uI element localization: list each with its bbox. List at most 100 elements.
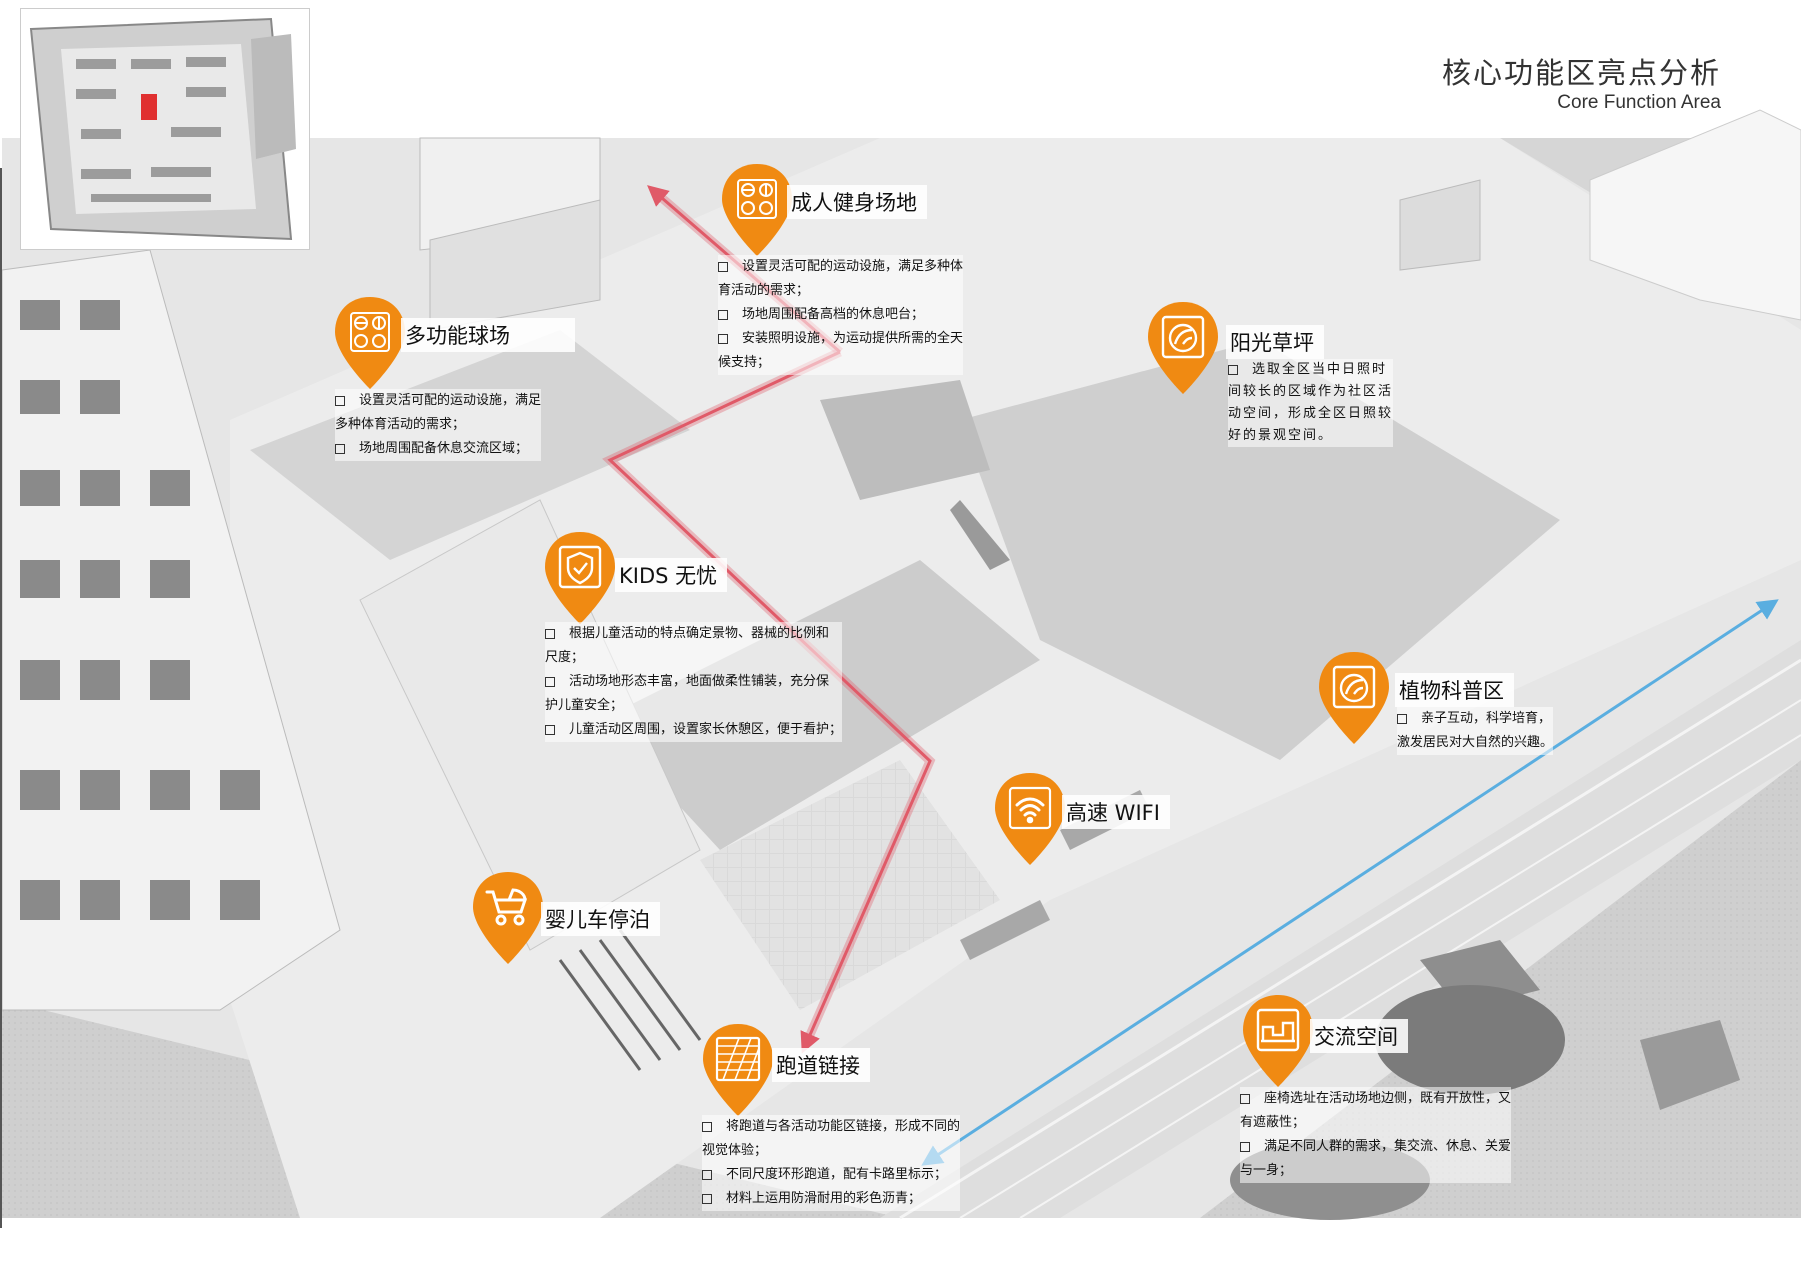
sports-balls-icon xyxy=(737,179,777,219)
desc-line: 亲子互动，科学培育， xyxy=(1397,707,1553,731)
desc-text: 设置灵活可配的运动设施，满足 xyxy=(359,393,542,408)
wifi-zone-pin[interactable] xyxy=(991,771,1069,867)
sports-balls-icon xyxy=(350,312,390,352)
desc-text: 场地周围配备高档的休息吧台； xyxy=(742,307,925,322)
lawn-zone-pin[interactable] xyxy=(1144,300,1222,396)
desc-line: 座椅选址在活动场地边侧，既有开放性，又 xyxy=(1240,1087,1511,1111)
desc-line: 护儿童安全； xyxy=(545,694,842,718)
page-subtitle: Core Function Area xyxy=(1557,92,1721,113)
track-zone-title: 跑道链接 xyxy=(772,1048,870,1082)
desc-text: 动空间，形成全区日照较 xyxy=(1228,406,1394,421)
desc-line: 激发居民对大自然的兴趣。 xyxy=(1397,731,1553,755)
track-zone-pin[interactable] xyxy=(699,1022,777,1118)
page-title: 核心功能区亮点分析 xyxy=(1441,56,1721,90)
plant-globe-icon xyxy=(1161,315,1205,359)
desc-line: 候支持； xyxy=(718,351,963,375)
desc-line: 间较长的区域作为社区活 xyxy=(1228,381,1393,403)
desc-line: 动空间，形成全区日照较 xyxy=(1228,403,1393,425)
bench-icon xyxy=(1256,1008,1300,1052)
desc-line: 安装照明设施，为运动提供所需的全天 xyxy=(718,327,963,351)
desc-text: 尺度； xyxy=(545,650,585,665)
bullet-square-icon xyxy=(702,1121,712,1132)
lawn-zone-desc: 选取全区当中日照时间较长的区域作为社区活动空间，形成全区日照较好的景观空间。 xyxy=(1228,359,1394,447)
desc-line: 活动场地形态丰富，地面做柔性铺装，充分保 xyxy=(545,670,842,694)
desc-line: 多种体育活动的需求； xyxy=(335,413,541,437)
lawn-zone-title: 阳光草坪 xyxy=(1226,325,1324,359)
desc-line: 设置灵活可配的运动设施，满足 xyxy=(335,389,541,413)
desc-line: 育活动的需求； xyxy=(718,279,963,303)
desc-line: 材料上运用防滑耐用的彩色沥青； xyxy=(702,1187,960,1211)
shield-check-icon xyxy=(558,545,602,589)
kids-zone-desc: 根据儿童活动的特点确定景物、器械的比例和尺度； 活动场地形态丰富，地面做柔性铺装，… xyxy=(545,622,843,742)
exchange-zone-title: 交流空间 xyxy=(1310,1019,1408,1053)
desc-text: 不同尺度环形跑道，配有卡路里标示； xyxy=(726,1167,948,1182)
track-surface-icon xyxy=(715,1036,761,1082)
kids-zone-title: KIDS 无忧 xyxy=(615,558,728,592)
exchange-zone-desc: 座椅选址在活动场地边侧，既有开放性，又有遮蔽性； 满足不同人群的需求，集交流、休息… xyxy=(1240,1087,1512,1183)
desc-line: 根据儿童活动的特点确定景物、器械的比例和 xyxy=(545,622,842,646)
wifi-zone-title: 高速 WIFI xyxy=(1062,795,1170,829)
bullet-square-icon xyxy=(335,395,345,406)
bullet-square-icon xyxy=(718,333,728,344)
desc-text: 设置灵活可配的运动设施，满足多种体 xyxy=(742,259,964,274)
stroller-zone-title: 婴儿车停泊 xyxy=(541,902,660,936)
desc-line: 将跑道与各活动功能区链接，形成不同的 xyxy=(702,1115,960,1139)
desc-text: 好的景观空间。 xyxy=(1228,428,1334,443)
bullet-square-icon xyxy=(702,1193,712,1204)
desc-text: 将跑道与各活动功能区链接，形成不同的 xyxy=(726,1119,961,1134)
plant-globe-icon xyxy=(1332,665,1376,709)
desc-text: 安装照明设施，为运动提供所需的全天 xyxy=(742,331,964,346)
desc-line: 儿童活动区周围，设置家长休憩区，便于看护； xyxy=(545,718,842,742)
wifi-icon xyxy=(1008,786,1052,830)
desc-text: 视觉体验； xyxy=(702,1143,768,1158)
bullet-square-icon xyxy=(718,309,728,320)
court-zone-desc: 设置灵活可配的运动设施，满足多种体育活动的需求； 场地周围配备休息交流区域； xyxy=(335,389,542,461)
desc-line: 不同尺度环形跑道，配有卡路里标示； xyxy=(702,1163,960,1187)
desc-text: 座椅选址在活动场地边侧，既有开放性，又 xyxy=(1264,1091,1512,1106)
desc-line: 场地周围配备休息交流区域； xyxy=(335,437,541,461)
bullet-square-icon xyxy=(1240,1141,1250,1152)
bullet-square-icon xyxy=(702,1169,712,1180)
desc-text: 候支持； xyxy=(718,355,771,370)
desc-text: 满足不同人群的需求，集交流、休息、关爱 xyxy=(1264,1139,1512,1154)
desc-line: 有遮蔽性； xyxy=(1240,1111,1511,1135)
page-left-frame xyxy=(0,168,2,1228)
botany-zone-pin[interactable] xyxy=(1315,650,1393,746)
kids-zone-pin[interactable] xyxy=(541,530,619,626)
desc-text: 多种体育活动的需求； xyxy=(335,417,466,432)
desc-text: 护儿童安全； xyxy=(545,698,624,713)
botany-zone-title: 植物科普区 xyxy=(1395,673,1514,707)
fitness-zone-pin[interactable] xyxy=(718,162,796,258)
desc-line: 设置灵活可配的运动设施，满足多种体 xyxy=(718,255,963,279)
bullet-square-icon xyxy=(1397,713,1407,724)
desc-line: 好的景观空间。 xyxy=(1228,425,1393,447)
bullet-square-icon xyxy=(718,261,728,272)
desc-text: 亲子互动，科学培育， xyxy=(1421,711,1552,726)
court-zone-pin[interactable] xyxy=(331,295,409,391)
bullet-square-icon xyxy=(1240,1093,1250,1104)
desc-line: 满足不同人群的需求，集交流、休息、关爱 xyxy=(1240,1135,1511,1159)
botany-zone-desc: 亲子互动，科学培育， 激发居民对大自然的兴趣。 xyxy=(1397,707,1554,755)
stroller-icon xyxy=(485,888,528,926)
desc-text: 活动场地形态丰富，地面做柔性铺装，充分保 xyxy=(569,674,830,689)
bullet-square-icon xyxy=(545,724,555,735)
exchange-zone-pin[interactable] xyxy=(1239,993,1317,1089)
desc-line: 尺度； xyxy=(545,646,842,670)
desc-text: 根据儿童活动的特点确定景物、器械的比例和 xyxy=(569,626,830,641)
bullet-square-icon xyxy=(545,676,555,687)
desc-line: 场地周围配备高档的休息吧台； xyxy=(718,303,963,327)
desc-line: 选取全区当中日照时 xyxy=(1228,359,1393,381)
desc-text: 激发居民对大自然的兴趣。 xyxy=(1397,735,1554,750)
court-zone-title: 多功能球场 xyxy=(401,318,575,352)
stroller-zone-pin[interactable] xyxy=(469,870,547,966)
bullet-square-icon xyxy=(1228,364,1238,375)
walk-path xyxy=(921,599,1779,1166)
current-area-marker xyxy=(141,94,157,120)
track-zone-desc: 将跑道与各活动功能区链接，形成不同的视觉体验； 不同尺度环形跑道，配有卡路里标示；… xyxy=(702,1115,961,1211)
desc-text: 与一身； xyxy=(1240,1163,1293,1178)
bullet-square-icon xyxy=(335,443,345,454)
desc-text: 间较长的区域作为社区活 xyxy=(1228,384,1394,399)
desc-line: 与一身； xyxy=(1240,1159,1511,1183)
fitness-zone-title: 成人健身场地 xyxy=(787,185,927,219)
desc-line: 视觉体验； xyxy=(702,1139,960,1163)
